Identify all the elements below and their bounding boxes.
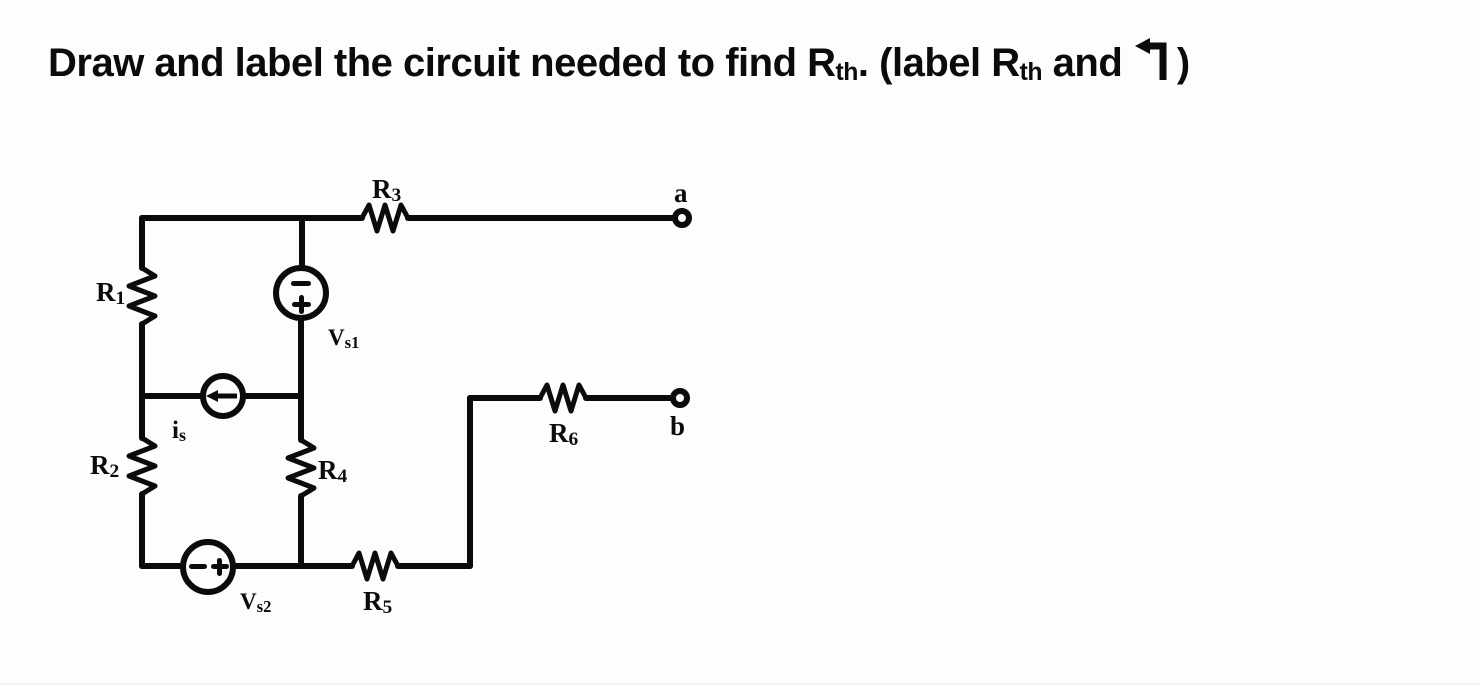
page-bottom-edge — [0, 683, 1480, 685]
r6-label-sub: 6 — [568, 429, 579, 451]
terminal-label-a: a — [674, 178, 688, 208]
prompt-part-4: ) — [1176, 41, 1190, 85]
vs1-minus-sign — [291, 281, 311, 286]
vs2-label-text: V — [240, 589, 257, 614]
terminal-a-node-circle — [672, 208, 692, 228]
component-label-r5: R5 — [363, 586, 393, 619]
prompt-part-1: Draw and label the circuit needed to fin… — [48, 41, 836, 85]
component-label-r3: R3 — [372, 174, 402, 207]
component-label-r4: R4 — [318, 455, 348, 488]
vs2-plus-sign — [211, 558, 229, 576]
r5-label-text: R — [363, 586, 383, 616]
resistor-r6-body — [537, 382, 589, 414]
resistor-r2-body — [126, 435, 158, 497]
r2-label-text: R — [90, 450, 110, 480]
resistor-r4-body — [285, 437, 317, 499]
r1-label-text: R — [96, 277, 116, 307]
is-label-text: i — [172, 417, 179, 444]
prompt-part-3: and — [1042, 41, 1123, 85]
vs2-label-sub: s2 — [256, 596, 272, 616]
component-label-r2: R2 — [90, 450, 120, 483]
r2-label-sub: 2 — [109, 461, 120, 483]
terminal-b-node-circle — [670, 388, 690, 408]
vs1-plus-sign — [292, 295, 311, 314]
is-current-arrow-icon — [206, 390, 237, 402]
prompt-text: Draw and label the circuit needed to fin… — [48, 30, 1190, 87]
prompt-part-2: . (label R — [857, 41, 1020, 85]
component-label-is: is — [172, 417, 186, 446]
vs1-label-sub: s1 — [344, 332, 360, 352]
terminal-label-b: b — [670, 411, 686, 441]
prompt-sub-1: th — [835, 59, 859, 87]
vs1-label-text: V — [328, 325, 345, 350]
prompt-sub-2: th — [1019, 59, 1043, 87]
r1-label-sub: 1 — [115, 288, 126, 310]
r5-label-sub: 5 — [382, 597, 393, 619]
r6-label-text: R — [549, 418, 569, 448]
resistor-r1-body — [126, 265, 158, 327]
component-label-vs2: Vs2 — [240, 589, 272, 616]
r4-label-sub: 4 — [337, 466, 348, 488]
resistor-r3-body — [359, 202, 411, 234]
r3-label-sub: 3 — [391, 185, 402, 207]
component-label-r6: R6 — [549, 418, 579, 451]
component-label-r1: R1 — [96, 277, 126, 310]
is-label-sub: s — [178, 425, 186, 446]
r4-label-text: R — [318, 455, 338, 485]
resistor-r5-body — [349, 550, 401, 582]
turn-up-left-arrow-icon — [1133, 36, 1177, 82]
component-label-vs1: Vs1 — [328, 325, 360, 352]
r3-label-text: R — [372, 174, 392, 204]
vs2-minus-sign — [189, 564, 207, 569]
